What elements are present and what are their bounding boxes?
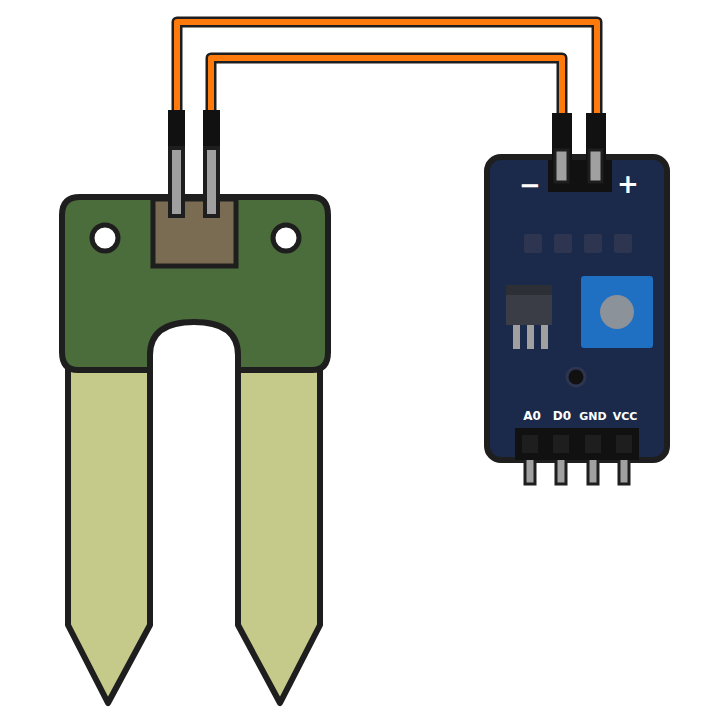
probe-board <box>62 197 328 370</box>
pin <box>589 150 602 182</box>
pin-sign: + <box>617 171 639 197</box>
pin-header <box>515 428 639 460</box>
pin-socket <box>522 435 538 453</box>
pin-socket <box>585 435 601 453</box>
module-board <box>487 157 667 460</box>
mount-hole <box>273 225 299 251</box>
mount-hole <box>567 368 585 386</box>
smd-part <box>554 234 572 253</box>
wire <box>211 58 562 115</box>
wire-sleeve <box>168 110 185 152</box>
wire-outline <box>177 22 597 115</box>
pin-name: VCC <box>613 411 638 422</box>
potentiometer <box>581 276 653 348</box>
potentiometer-knob <box>600 295 634 329</box>
chip <box>506 285 552 325</box>
connector <box>153 199 236 266</box>
chip-leg <box>541 323 548 349</box>
pin-socket <box>616 435 632 453</box>
pin <box>555 150 568 182</box>
chip-leg <box>513 323 520 349</box>
pin-name: GND <box>579 411 606 422</box>
sensor-module: − + A0 D0 GND VCC <box>487 157 667 460</box>
pin <box>205 148 218 216</box>
pin-name: D0 <box>553 410 571 422</box>
chip-tab <box>506 285 552 295</box>
pin-name: A0 <box>523 410 541 422</box>
mount-hole <box>92 225 118 251</box>
wire <box>177 22 597 115</box>
smd-part <box>584 234 602 253</box>
pin <box>170 148 183 216</box>
probe-prong <box>238 365 320 703</box>
wire-outline <box>211 58 562 115</box>
pin <box>170 148 183 216</box>
probe-prong <box>68 365 150 703</box>
wire-sleeve <box>203 110 220 152</box>
smd-part <box>524 234 542 253</box>
chip-leg <box>527 323 534 349</box>
pin-sign: − <box>519 172 541 198</box>
smd-part <box>614 234 632 253</box>
pin <box>205 148 218 216</box>
pin-socket <box>553 435 569 453</box>
